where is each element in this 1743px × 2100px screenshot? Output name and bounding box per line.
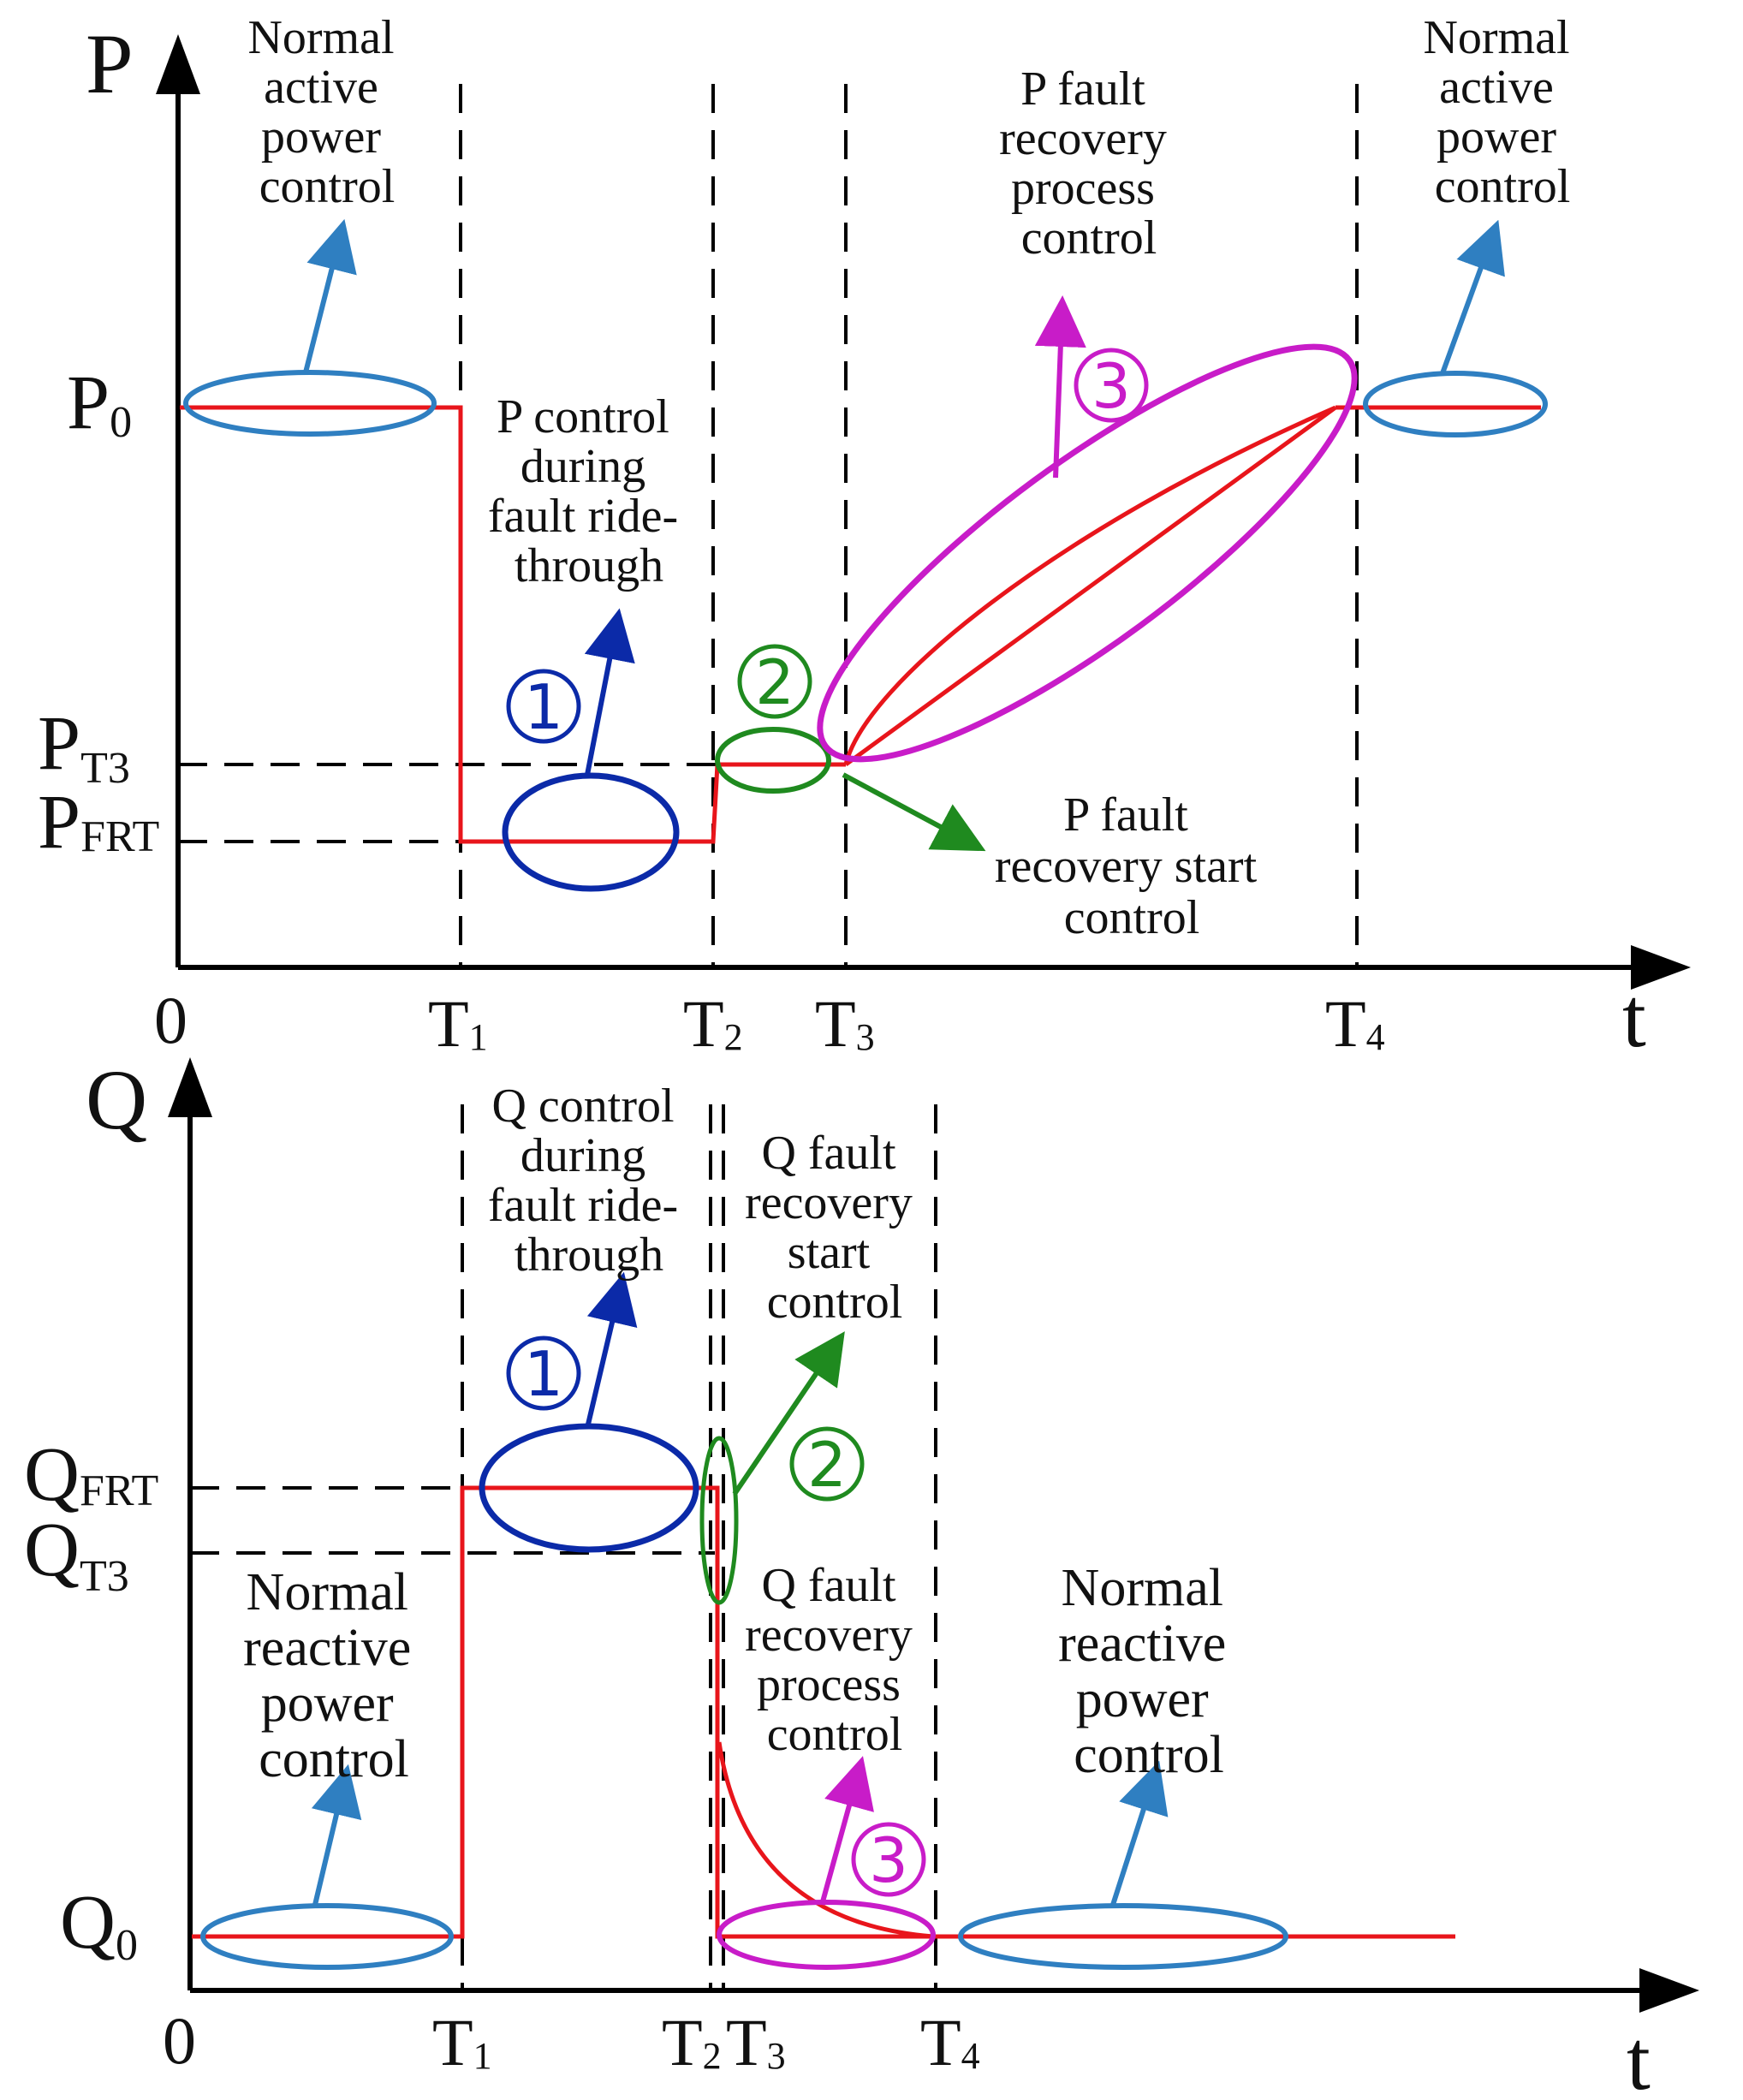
- q-normal-right-ellipse: [958, 1903, 1288, 1970]
- q-x-axis-arrow: [1639, 1968, 1699, 2013]
- p-t-label: t: [1622, 970, 1646, 1065]
- p-normal-right-text: Normal active power control: [1423, 11, 1581, 213]
- p-normal-left-text: Normal active power control: [247, 11, 406, 213]
- p-t4-label: T4: [1325, 986, 1385, 1061]
- q-normal-right-arrow: [1110, 1760, 1169, 1906]
- q-normal-left-ellipse: [200, 1903, 454, 1970]
- p-stage2-arrow: [842, 772, 986, 852]
- q-normal-right-text: Normal reactive power control: [1058, 1559, 1240, 1784]
- p-normal-left-ellipse: [183, 370, 437, 437]
- p-marker-2: 2: [737, 644, 812, 719]
- p-stage3-ellipse: [817, 343, 1358, 763]
- p-x-axis-arrow: [1631, 945, 1691, 990]
- p-recovery-start-text: P fault recovery start control: [995, 788, 1269, 944]
- q-y-axis-arrow: [168, 1057, 212, 1117]
- qfrt-label: QFRT: [24, 1432, 158, 1517]
- q-axis-label: Q: [86, 1052, 147, 1147]
- p-curve-fast: [843, 405, 1337, 765]
- p-curve: [180, 405, 846, 844]
- q-origin-label: 0: [163, 2003, 196, 2078]
- p-origin-label: 0: [154, 983, 187, 1057]
- p-y-axis-arrow: [156, 34, 200, 94]
- p-marker-1: 1: [506, 669, 581, 744]
- p-recovery-process-text: P fault recovery process control: [999, 62, 1179, 265]
- p-stage1-ellipse: [502, 772, 680, 892]
- q-stage1-arrow: [585, 1271, 638, 1429]
- p-normal-right-arrow: [1440, 219, 1505, 375]
- p-stage1-arrow: [584, 608, 635, 776]
- q-stage2-arrow: [732, 1331, 845, 1496]
- p-stage3-arrow: [1034, 295, 1086, 479]
- svg-text:1: 1: [524, 1338, 563, 1410]
- q-marker-2: 2: [789, 1426, 865, 1502]
- q-stage3-ellipse: [717, 1900, 936, 1970]
- q-normal-left-text: Normal reactive power control: [243, 1563, 425, 1788]
- p-axis-label: P: [86, 16, 134, 111]
- q-stage2-ellipse: [699, 1436, 739, 1605]
- q-curve: [192, 1485, 1455, 1939]
- q-stage3-arrow: [819, 1756, 874, 1906]
- p-stage2-ellipse: [715, 727, 831, 794]
- p-marker-3: 3: [1074, 348, 1149, 423]
- q-t4-label: T4: [920, 2005, 980, 2079]
- q-marker-1: 1: [506, 1336, 581, 1411]
- q-t3-label: T3: [726, 2005, 786, 2079]
- svg-text:3: 3: [1092, 350, 1131, 422]
- p-normal-right-ellipse: [1363, 371, 1548, 437]
- p-curve-linear: [844, 405, 1337, 767]
- q-frt-text: Q control during fault ride- through: [488, 1080, 690, 1282]
- q-normal-left-arrow: [311, 1764, 362, 1906]
- svg-text:1: 1: [524, 671, 563, 743]
- q-marker-3: 3: [851, 1822, 926, 1897]
- p-frt-text: P control during fault ride- through: [488, 390, 690, 592]
- svg-text:3: 3: [869, 1824, 908, 1896]
- p-chart: 1 2 3 P t 0 P0 PT3 PFRT T1 T2 T3 T4 Norm…: [38, 11, 1691, 1065]
- q-recovery-process-text: Q fault recovery process control: [745, 1559, 925, 1761]
- q-chart: 1 2 3 Q t 0 QFRT QT3 Q0 T1 T2 T3 T4 Q co…: [24, 1052, 1699, 2100]
- pfrt-label: PFRT: [38, 780, 159, 865]
- q-curve-decay: [717, 1741, 934, 1939]
- pt3-label: PT3: [38, 701, 130, 793]
- q-t1-label: T1: [432, 2005, 492, 2079]
- p-t3-label: T3: [815, 986, 875, 1061]
- p0-label: P0: [67, 360, 132, 447]
- q0-label: Q0: [60, 1880, 138, 1970]
- qt3-label: QT3: [24, 1508, 129, 1601]
- p-t2-label: T2: [683, 986, 743, 1061]
- p-normal-left-arrow: [303, 218, 357, 373]
- svg-text:2: 2: [807, 1429, 847, 1501]
- p-t1-label: T1: [428, 986, 488, 1061]
- q-recovery-start-text: Q fault recovery start control: [745, 1127, 925, 1329]
- q-t-label: t: [1627, 2013, 1651, 2100]
- svg-text:2: 2: [755, 646, 794, 718]
- q-t2-label: T2: [662, 2005, 722, 2079]
